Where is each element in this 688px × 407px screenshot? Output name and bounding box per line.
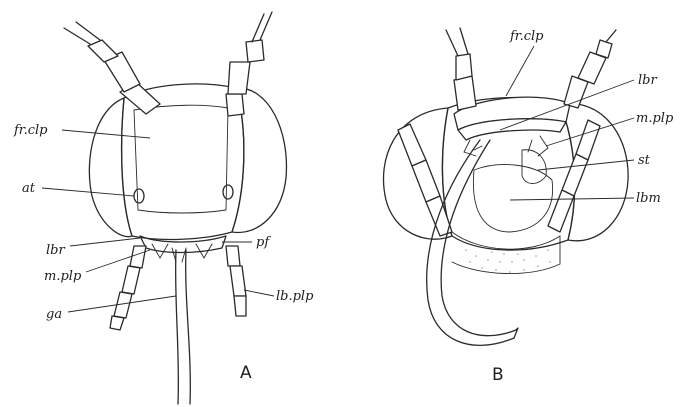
panel-a-drawing xyxy=(64,12,286,404)
panel-b-maxillary-palp-right xyxy=(528,136,548,156)
panel-b-neck xyxy=(452,232,560,274)
panel-b-label-st: st xyxy=(638,153,651,168)
panel-a-galea-inner xyxy=(186,250,191,404)
panel-b-left-antenna xyxy=(446,28,476,110)
panel-b-labium xyxy=(473,165,552,232)
panel-a-label-pf: pf xyxy=(256,235,271,250)
panel-b-label-lbr: lbr xyxy=(638,73,657,88)
panel-a-label-m-plp: m.plp xyxy=(44,269,82,284)
panel-a-label-lbr: lbr xyxy=(46,243,65,258)
panel-b-drawing xyxy=(384,28,629,345)
panel-b-label-m-plp: m.plp xyxy=(636,111,674,126)
panel-a-antennal-socket-left xyxy=(134,189,144,203)
panel-a-galea xyxy=(176,250,179,404)
panel-a-left-antenna xyxy=(64,22,160,114)
panel-a-antennal-socket-right xyxy=(223,185,233,199)
panel-a-maxillary-palp xyxy=(110,246,146,330)
panel-a-labels: fr.clp at lbr m.plp ga pf lb.plp A xyxy=(13,123,314,383)
panel-b-galea-inner xyxy=(441,140,516,336)
panel-a-letter: A xyxy=(240,363,252,383)
panel-a-frontoclypeus xyxy=(134,105,228,213)
panel-a-label-ga: ga xyxy=(46,307,62,322)
panel-b-galea-tip xyxy=(514,328,518,338)
panel-a-label-lb-plp: lb.plp xyxy=(276,289,314,304)
panel-b-stipple xyxy=(465,249,551,273)
panel-b-maxillary-palp-left xyxy=(464,140,482,156)
panel-a-label-fr-clp: fr.clp xyxy=(13,123,48,138)
panel-b-label-fr-clp: fr.clp xyxy=(509,29,544,44)
panel-a-label-at: at xyxy=(22,181,36,196)
panel-a-left-eye xyxy=(89,98,132,237)
panel-b-letter: B xyxy=(492,365,504,385)
panel-b-label-lbm: lbm xyxy=(636,191,661,206)
panel-a-labial-palp xyxy=(226,246,246,316)
